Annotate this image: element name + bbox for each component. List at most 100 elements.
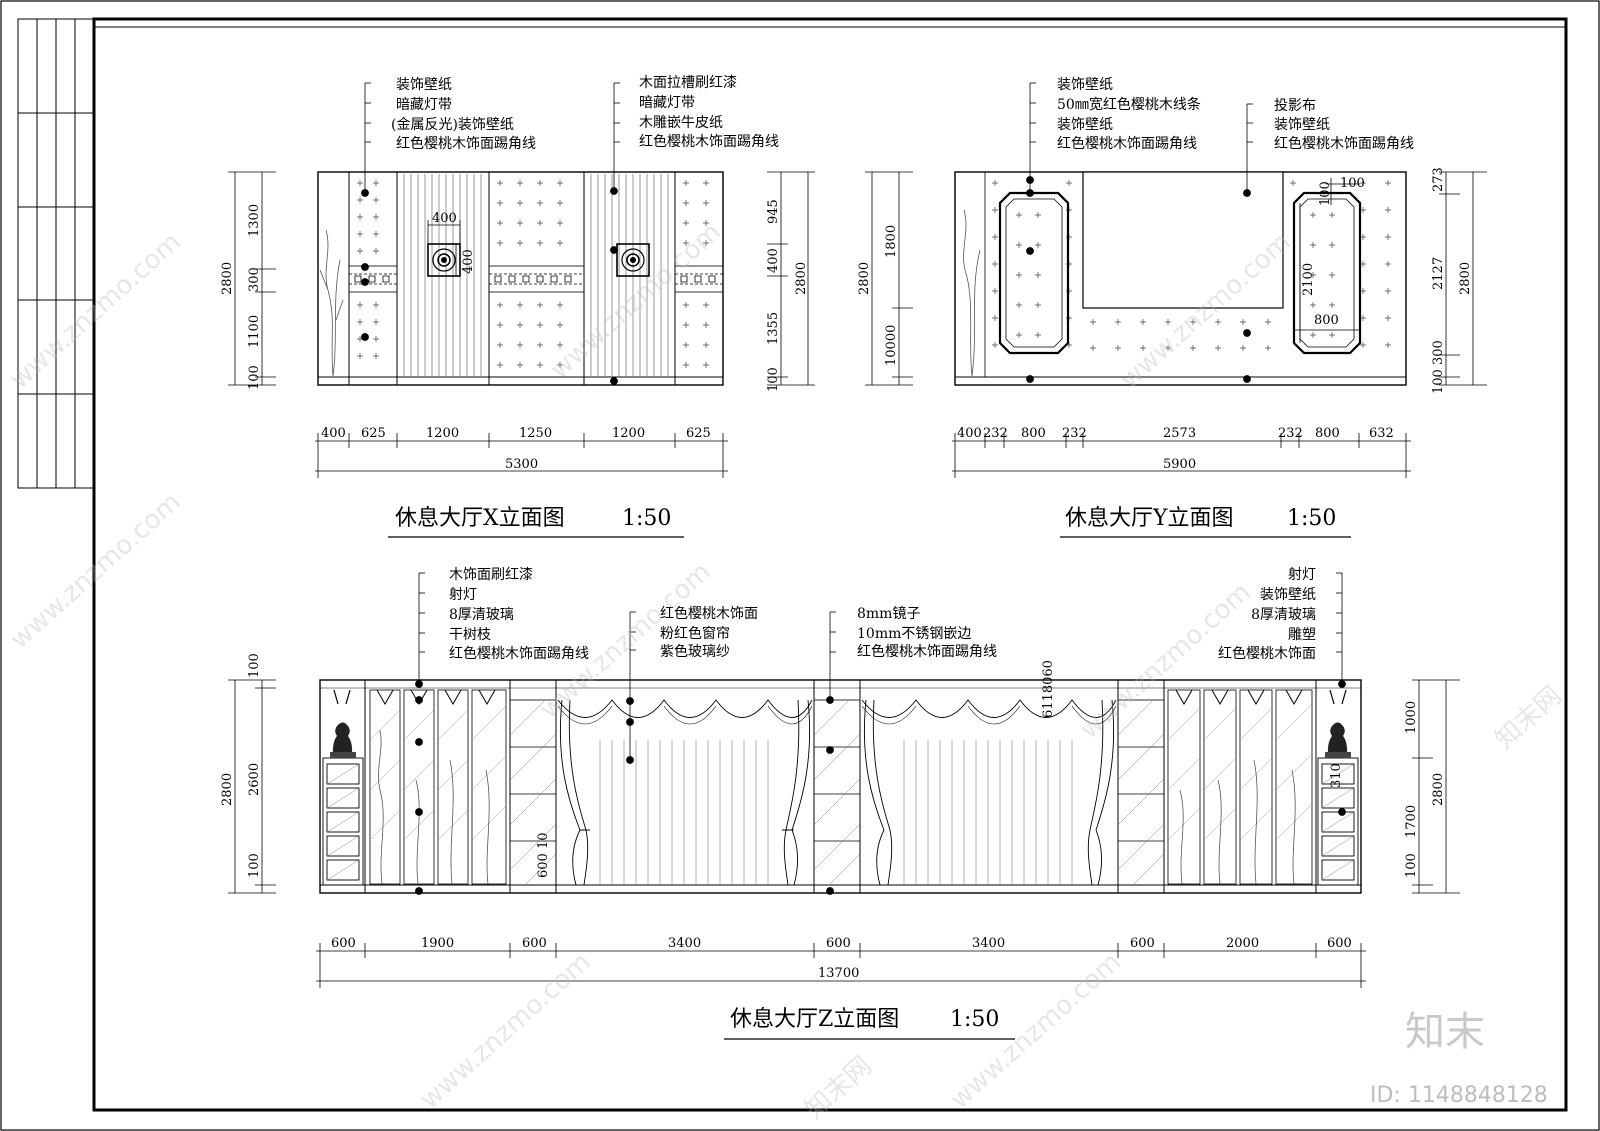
z-callout-b-2: 粉红色窗帘 (660, 625, 730, 642)
x-right-dim-1: 945 (766, 199, 781, 224)
z-callout-b-3: 紫色玻璃纱 (660, 643, 730, 660)
z-callout-a-1: 木饰面刷红漆 (449, 567, 533, 583)
z-left-total: 2800 (220, 773, 235, 806)
y-callout-right-2: 装饰壁纸 (1274, 117, 1330, 133)
y-bottom-dim-8: 632 (1369, 426, 1394, 441)
x-callout-left-3: (金属反光)装饰壁纸 (391, 117, 514, 133)
z-statue-left (330, 722, 356, 758)
z-curtain-right (861, 699, 1117, 886)
y-inner-dim-4: 800 (1314, 313, 1339, 328)
z-left-shelf (322, 689, 364, 886)
elevation-x: 装饰壁纸 暗藏灯带 (金属反光)装饰壁纸 红色樱桃木饰面踢角线 木面拉槽刷红漆 … (220, 75, 815, 538)
z-left-dim-3: 100 (247, 853, 262, 878)
x-medallion-left (427, 243, 461, 277)
y-frame-left (998, 191, 1070, 355)
y-bottom-total: 5900 (1163, 457, 1196, 472)
z-wood-columns (509, 699, 1165, 886)
x-groove-panel-2 (590, 174, 669, 376)
y-branch-sketch (963, 209, 981, 377)
z-callout-d-1: 射灯 (1288, 567, 1316, 583)
y-bottom-dim-7: 800 (1315, 426, 1340, 441)
x-wallpaper-pattern (357, 180, 709, 368)
x-callout-right-4: 红色樱桃木饰面踢角线 (639, 133, 779, 150)
z-right-dim-3: 100 (1404, 853, 1419, 878)
y-bottom-dim-4: 232 (1062, 426, 1087, 441)
y-callout-right-1: 投影布 (1274, 98, 1316, 114)
z-bottom-total: 13700 (818, 966, 859, 981)
x-callout-right-2: 暗藏灯带 (639, 95, 695, 111)
elevation-z: 木饰面刷红漆 射灯 8厚清玻璃 干树枝 红色樱桃木饰面踢角线 红色樱桃木饰面 粉… (220, 567, 1460, 1040)
x-callout-left-2: 暗藏灯带 (396, 97, 452, 113)
z-inner-dim-1: 600 10 (536, 833, 551, 879)
watermark-id: ID: 1148848128 (1370, 1083, 1548, 1108)
x-left-dim-3: 1100 (247, 315, 262, 348)
x-callout-left-1: 装饰壁纸 (396, 77, 452, 93)
y-bottom-dim-3: 800 (1021, 426, 1046, 441)
y-bottom-dim-5: 2573 (1163, 426, 1196, 441)
z-bottom-dim-7: 600 (1130, 936, 1155, 951)
x-bottom-dim-4: 1250 (519, 426, 552, 441)
z-glass-panels-left (369, 689, 507, 885)
y-left-total: 2800 (857, 262, 872, 295)
x-scale: 1:50 (622, 506, 671, 531)
y-right-dim-3: 100 300 (1431, 340, 1446, 394)
z-right-total: 2800 (1431, 773, 1446, 806)
sheet-frame (92, 17, 1568, 1112)
revision-table (17, 18, 95, 489)
x-left-dim-1: 1300 (247, 204, 262, 237)
watermark-site-4: www.znzmo.com (5, 487, 187, 655)
x-right-dim-2: 400 (766, 248, 781, 273)
z-bottom-dim-3: 600 (522, 936, 547, 951)
x-bottom-total: 5300 (505, 457, 538, 472)
watermark-site-1: www.znzmo.com (5, 227, 187, 395)
x-left-dim-2: 300 (247, 267, 262, 292)
z-statue-right (1325, 722, 1351, 758)
watermark-logo: 知末 (1405, 1009, 1485, 1055)
x-bottom-dim-5: 1200 (612, 426, 645, 441)
y-right-total: 2800 (1458, 262, 1473, 295)
z-bottom-dim-5: 600 (826, 936, 851, 951)
x-inner-dim-width: 400 (432, 211, 457, 226)
x-title: 休息大厅X立面图 (395, 506, 565, 531)
watermark-brand-2: 知末网 (800, 1051, 878, 1125)
z-title: 休息大厅Z立面图 (730, 1007, 899, 1032)
z-callout-d-5: 红色樱桃木饰面 (1218, 645, 1316, 662)
y-right-dim-1: 273 (1431, 167, 1446, 192)
y-title: 休息大厅Y立面图 (1065, 506, 1234, 531)
y-callout-left-3: 装饰壁纸 (1057, 117, 1113, 133)
z-wall-outline (319, 679, 1362, 894)
elevation-y: 装饰壁纸 50㎜宽红色樱桃木线条 装饰壁纸 红色樱桃木饰面踢角线 投影布 装饰壁… (857, 77, 1487, 538)
x-medallion-right (616, 243, 650, 277)
z-scale: 1:50 (950, 1007, 999, 1032)
z-bottom-dim-6: 3400 (972, 936, 1005, 951)
x-bottom-dim-1: 400 (321, 426, 346, 441)
y-callout-left-1: 装饰壁纸 (1057, 77, 1113, 93)
y-callout-right-3: 红色樱桃木饰面踢角线 (1274, 135, 1414, 152)
z-callout-d-3: 8厚清玻璃 (1251, 606, 1316, 623)
z-callout-a-5: 红色樱桃木饰面踢角线 (449, 645, 589, 662)
z-callout-c-2: 10mm不锈钢嵌边 (857, 626, 971, 642)
y-inner-dim-3: 2100 (1301, 263, 1316, 296)
watermark-site-7: www.znzmo.com (415, 947, 597, 1115)
z-right-dim-2: 1700 (1404, 805, 1419, 838)
y-callout-left-4: 红色樱桃木饰面踢角线 (1057, 135, 1197, 152)
z-bottom-dim-9: 600 (1327, 936, 1352, 951)
z-right-dim-1: 1000 (1404, 701, 1419, 734)
x-callout-right-3: 木雕嵌牛皮纸 (639, 115, 723, 131)
x-callout-left-4: 红色樱桃木饰面踢角线 (396, 135, 536, 152)
z-curtain-left (557, 699, 813, 886)
x-branch-sketch (319, 229, 344, 377)
x-inner-dim-height: 400 (461, 249, 476, 274)
y-scale: 1:50 (1287, 506, 1336, 531)
x-left-total: 2800 (220, 262, 235, 295)
x-decor-band (348, 265, 724, 293)
y-bottom-dim-6: 232 (1278, 426, 1303, 441)
x-bottom-dim-2: 625 (361, 426, 386, 441)
z-callout-b-1: 红色樱桃木饰面 (660, 605, 758, 622)
z-bottom-dim-2: 1900 (421, 936, 454, 951)
z-bottom-dim-8: 2000 (1226, 936, 1259, 951)
y-inner-dim-2: 100 (1318, 181, 1333, 206)
x-bottom-dim-6: 625 (686, 426, 711, 441)
watermark-site-2: www.znzmo.com (545, 217, 727, 385)
